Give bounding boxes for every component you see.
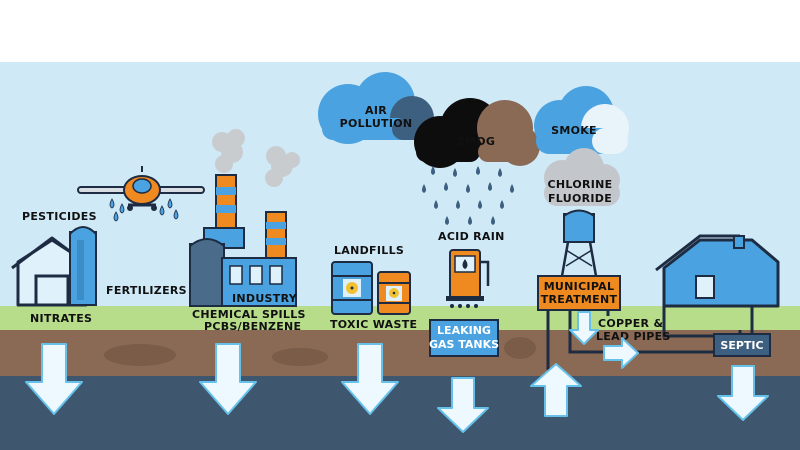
leaking-gas-tanks-box xyxy=(429,319,499,357)
acid-rain-drops xyxy=(422,166,514,225)
chlorine-cloud xyxy=(544,148,620,206)
treatment-label: TREATMENT xyxy=(541,293,618,306)
groundwater-layer xyxy=(0,376,800,450)
factory-smoke xyxy=(212,129,300,187)
smog-label: SMOG xyxy=(457,135,495,148)
smog-cloud xyxy=(414,98,540,168)
lead-pipes-label: LEAD PIPES xyxy=(596,330,671,343)
down-arrow-gas xyxy=(437,377,489,433)
pesticides-label: PESTICIDES xyxy=(22,210,97,223)
top-margin xyxy=(0,0,800,62)
soil-rock xyxy=(272,348,328,366)
water-tower-icon xyxy=(560,209,598,277)
air-pollution-cloud xyxy=(318,72,434,144)
fertilizers-label: FERTILIZERS xyxy=(106,284,187,297)
soil-rock xyxy=(104,344,176,366)
air-pollution-line2: POLLUTION xyxy=(340,117,413,130)
septic-box xyxy=(713,333,771,357)
septic-label: SEPTIC xyxy=(720,339,763,352)
chemical-spills-label: CHEMICAL SPILLS xyxy=(192,308,306,321)
down-arrow-treatment xyxy=(569,311,599,345)
smoke-label: SMOKE xyxy=(551,124,597,137)
contamination-arrows xyxy=(25,311,769,433)
crop-duster-plane-icon xyxy=(77,166,205,211)
municipal-treatment-box xyxy=(537,275,621,311)
factory-icon xyxy=(189,174,297,307)
down-arrow-landfill xyxy=(341,343,399,415)
gas-tanks-label: GAS TANKS xyxy=(429,338,499,351)
right-arrow-pipes xyxy=(603,337,639,369)
chlorine-line1: CHLORINE xyxy=(548,178,613,191)
gas-pump-icon xyxy=(446,249,490,301)
chlorine-line2: FLUORIDE xyxy=(548,192,612,205)
smoke-cloud xyxy=(534,86,629,154)
soil-rock xyxy=(504,337,536,359)
toxic-barrel-blue-icon xyxy=(331,261,373,315)
down-arrow-industry xyxy=(199,343,257,415)
pcbs-benzene-label: PCBS/BENZENE xyxy=(204,320,301,333)
down-arrow-farm xyxy=(25,343,83,415)
down-arrow-septic xyxy=(717,365,769,421)
leaking-label: LEAKING xyxy=(437,324,491,337)
landfills-label: LANDFILLS xyxy=(334,244,404,257)
pesticide-drops xyxy=(109,198,179,222)
municipal-label: MUNICIPAL xyxy=(544,280,615,293)
acid-rain-label: ACID RAIN xyxy=(438,230,505,243)
copper-label: COPPER & xyxy=(598,317,663,330)
industry-label: INDUSTRY xyxy=(232,292,298,305)
toxic-barrel-orange-icon xyxy=(377,271,411,315)
house-icon xyxy=(655,234,780,308)
farm-silo xyxy=(69,226,97,306)
gas-leak-drops xyxy=(450,304,478,308)
toxic-waste-label: TOXIC WASTE xyxy=(330,318,417,331)
nitrates-label: NITRATES xyxy=(30,312,92,325)
up-arrow-municipal xyxy=(530,363,582,417)
air-pollution-line1: AIR xyxy=(365,104,387,117)
